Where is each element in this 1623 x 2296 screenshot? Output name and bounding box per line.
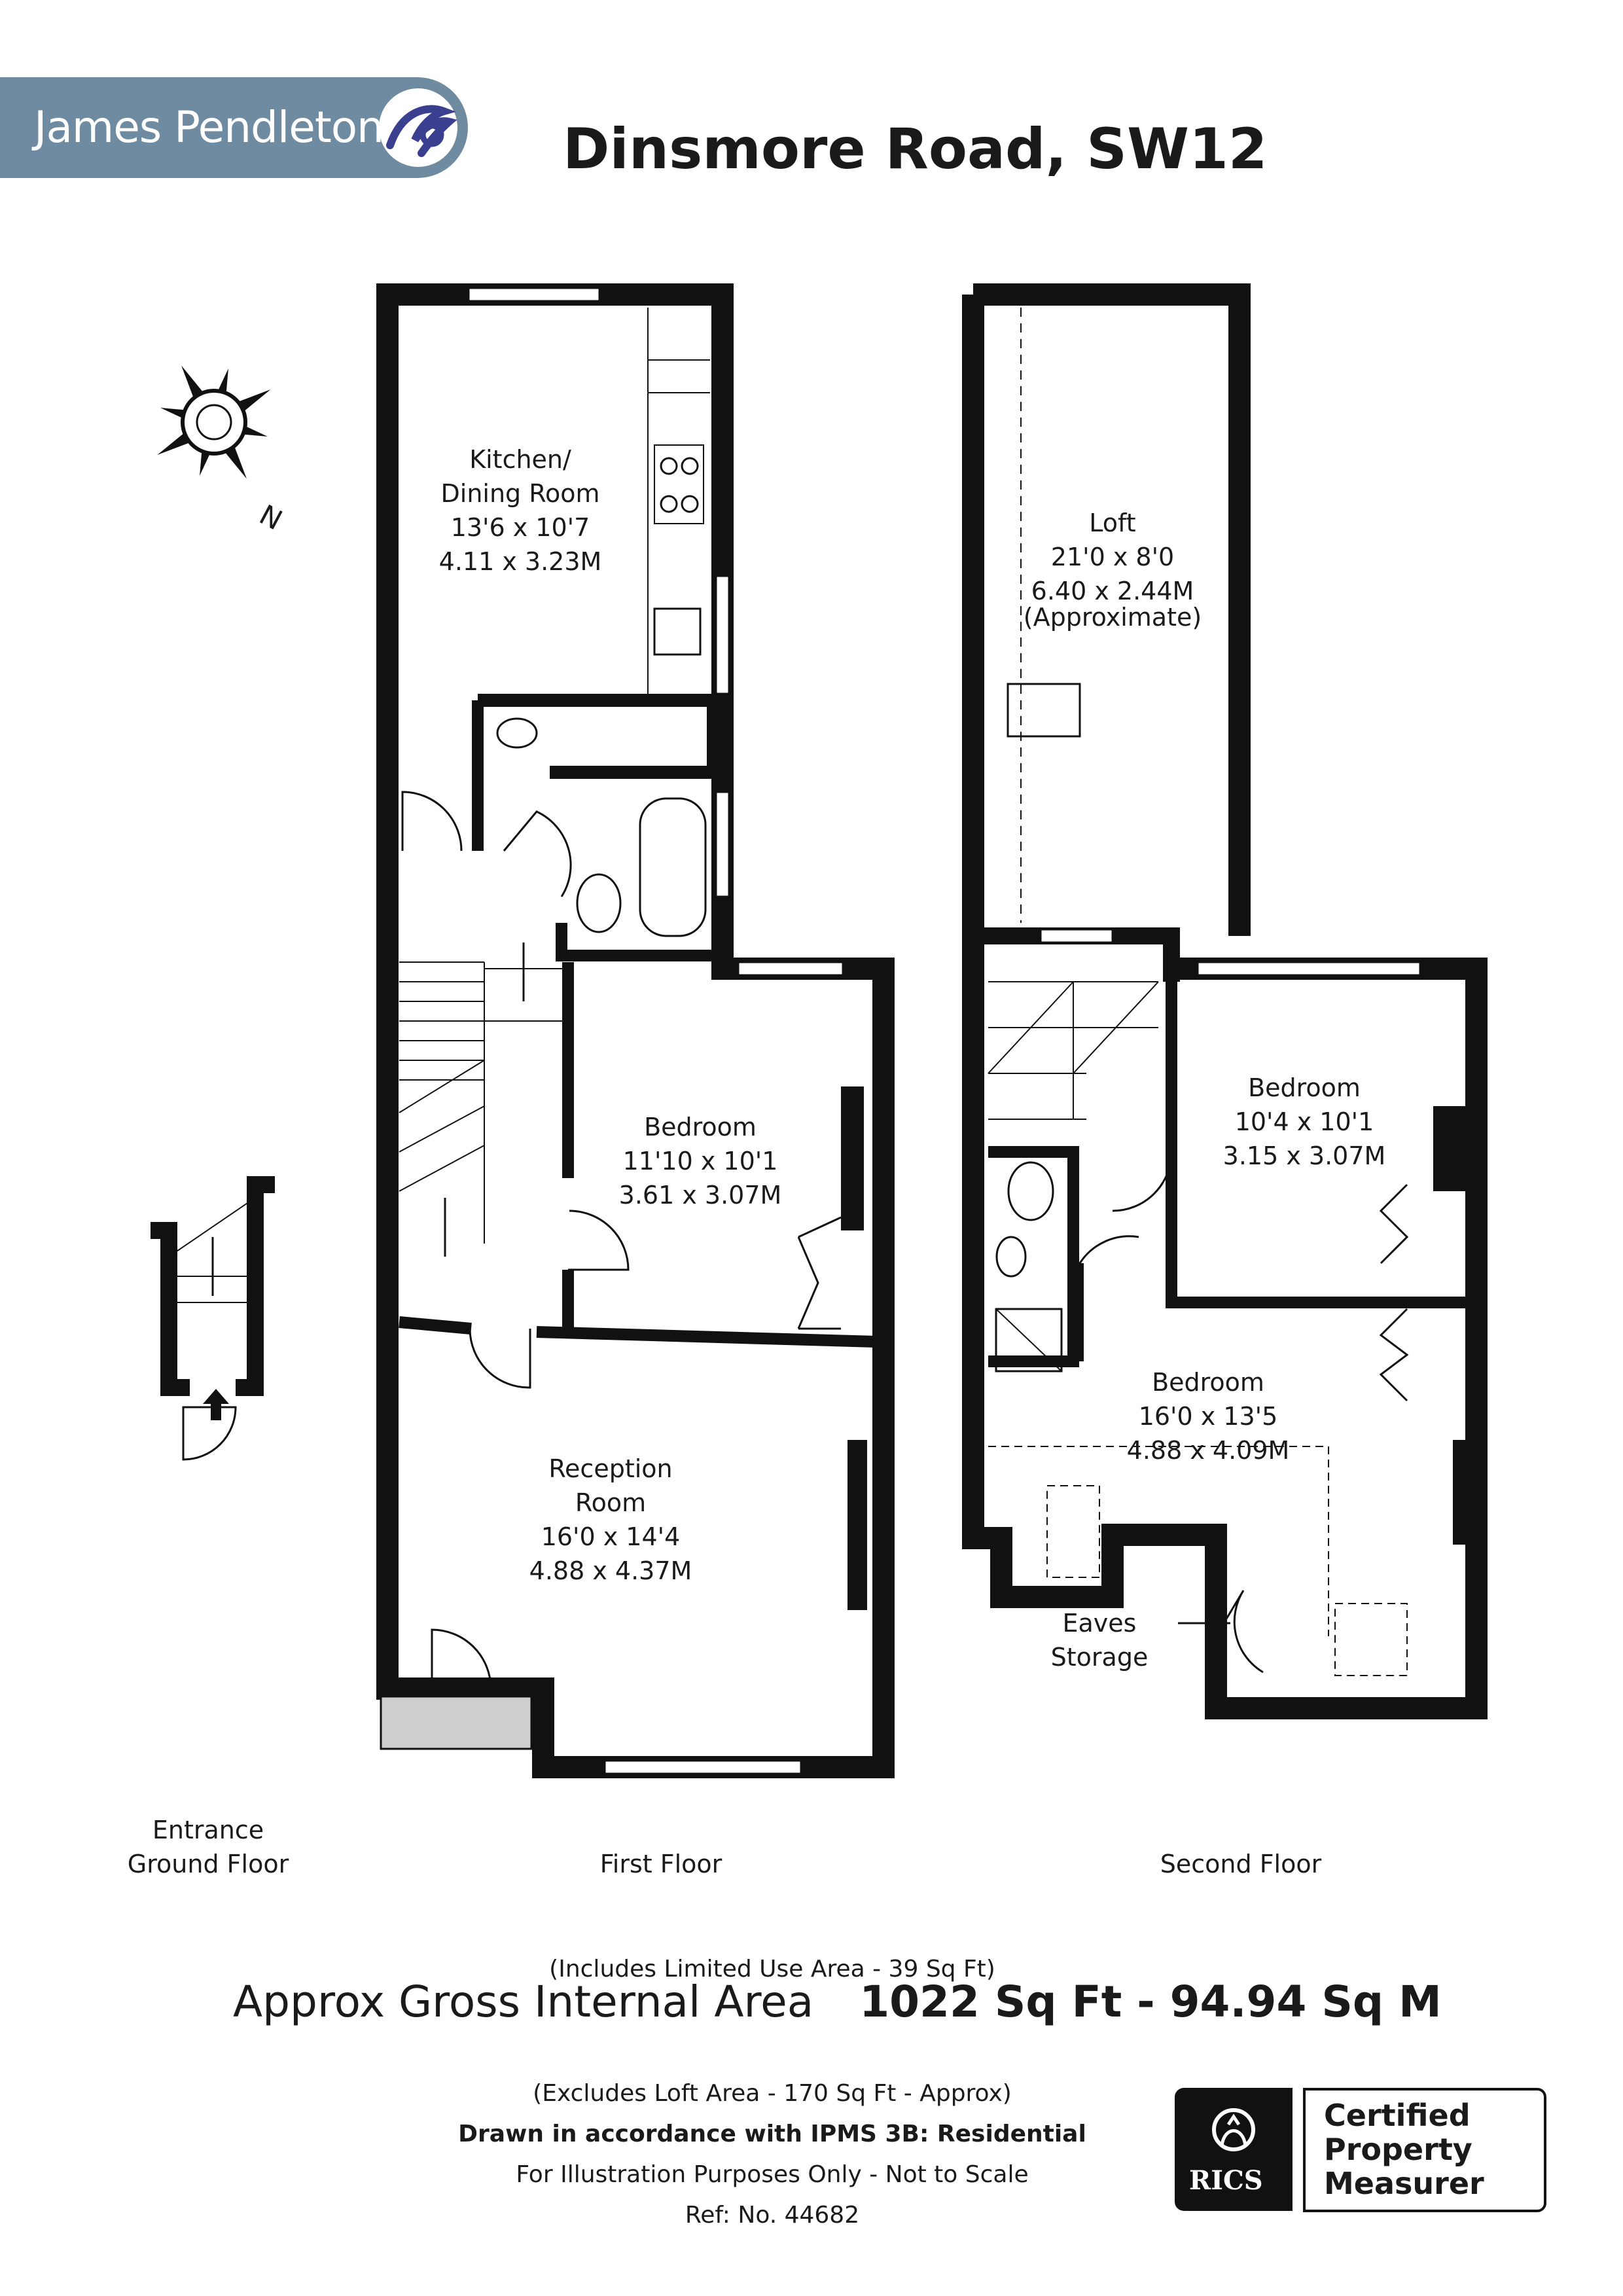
kitchen-label: Kitchen/ Dining Room 13'6 x 10'7 4.11 x … [438,445,602,576]
disclaimer-note: For Illustration Purposes Only - Not to … [516,2161,1029,2188]
excludes-note: (Excludes Loft Area - 170 Sq Ft - Approx… [533,2080,1012,2107]
second-floor-plan [962,283,1488,1719]
rics-logo: RICS [1175,2088,1293,2211]
first-floor-plan [376,283,895,1778]
bedroom-first-floor-label: Bedroom 11'10 x 10'1 3.61 x 3.07M [618,1113,782,1210]
gross-area-label: Approx Gross Internal Area [233,1977,814,2027]
gross-area-line: Approx Gross Internal Area 1022 Sq Ft - 9… [233,1977,1442,2027]
brand-name: James Pendleton [34,102,384,152]
rics-certification: Certified Property Measurer [1303,2088,1546,2212]
compass-rose-icon [157,365,271,479]
ipms-note: Drawn in accordance with IPMS 3B: Reside… [458,2121,1086,2147]
includes-note: (Includes Limited Use Area - 39 Sq Ft) [549,1956,995,1982]
eaves-storage-label: Eaves Storage [1050,1609,1149,1672]
bedroom-second-floor-a-label: Bedroom 10'4 x 10'1 3.15 x 3.07M [1222,1073,1386,1170]
brand-logo-icon [379,88,457,167]
rics-badge: RICS Certified Property Measurer [1175,2088,1546,2212]
second-floor-label: Second Floor [1160,1850,1322,1878]
brand-banner: James Pendleton [0,77,468,178]
first-floor-label: First Floor [599,1850,722,1878]
entrance-plan [151,1176,275,1461]
bedroom-second-floor-b-label: Bedroom 16'0 x 13'5 4.88 x 4.09M [1126,1368,1290,1465]
reception-room-label: Reception Room 16'0 x 14'4 4.88 x 4.37M [529,1454,692,1585]
gross-area-value: 1022 Sq Ft - 94.94 Sq M [859,1977,1442,2027]
entrance-floor-label: Entrance Ground Floor [127,1816,289,1878]
rics-wordmark: RICS [1189,2165,1263,2196]
lion-crest-icon [1212,2108,1255,2151]
reference-number: Ref: No. 44682 [685,2202,860,2229]
loft-label: Loft 21'0 x 8'0 6.40 x 2.44M (Approximat… [1023,509,1202,632]
page-title: Dinsmore Road, SW12 [563,117,1268,182]
